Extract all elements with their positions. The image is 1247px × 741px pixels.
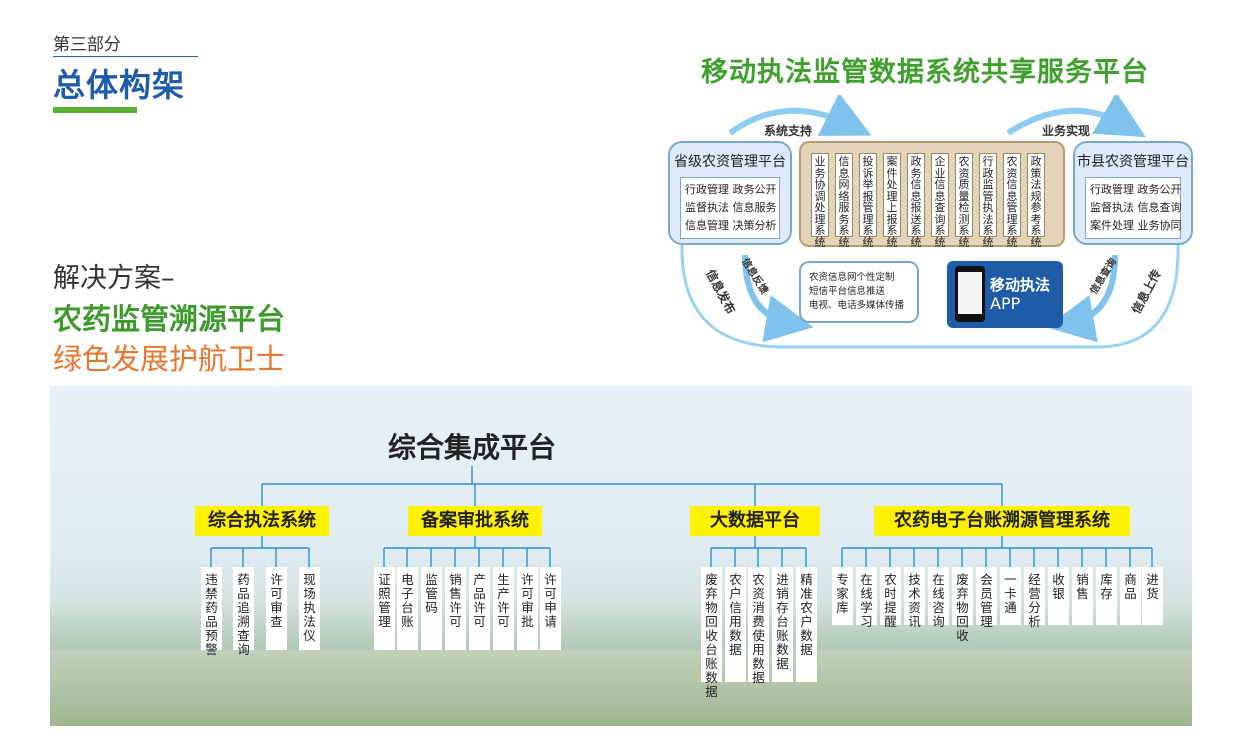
systems-group: 业务协调处理系统 信息网络服务系统 投诉举报管理系统 案件处理上报系统 政务信息… xyxy=(799,141,1065,248)
tree-leaf: 在线咨询 xyxy=(928,567,949,629)
tree-leaf: 废弃物回收 xyxy=(952,567,973,643)
county-row: 监督执法 信息查询 xyxy=(1090,201,1182,214)
system-item: 投诉举报管理系统 xyxy=(859,153,877,248)
tree-leaf: 销售 xyxy=(1072,567,1093,625)
tree-leaf: 电子台账 xyxy=(397,567,418,650)
title-underline xyxy=(53,107,137,113)
tree-leaf: 进货 xyxy=(1142,567,1163,625)
solution-prefix: 解决方案– xyxy=(53,263,175,294)
tree-leaf: 药品追溯查询 xyxy=(233,567,254,657)
provincial-functions: 行政管理 政务公开 监督执法 信息服务 信息管理 决策分析 xyxy=(680,177,780,239)
phone-screen xyxy=(958,272,982,314)
section-title: 总体构架 xyxy=(53,66,186,104)
solution-main-title: 农药监管溯源平台 xyxy=(53,302,286,336)
system-item: 政策法规参考系统 xyxy=(1027,153,1045,248)
info-channel: 农资信息网个性定制 xyxy=(809,272,895,283)
tree-leaf: 监管码 xyxy=(421,567,442,650)
arrow-info-feedback xyxy=(742,254,814,343)
label-system-support: 系统支持 xyxy=(764,124,813,138)
tree-leaf: 许可申请 xyxy=(540,567,561,650)
category-approval: 备案审批系统 xyxy=(408,506,542,536)
category-enforcement: 综合执法系统 xyxy=(195,506,329,536)
system-item: 行政监管执法系统 xyxy=(979,153,997,248)
tree-leaf: 一卡通 xyxy=(1000,567,1021,625)
county-functions: 行政管理 政务公开 监督执法 信息查询 案件处理 业务协同 xyxy=(1085,177,1182,239)
platform-arrows xyxy=(680,95,1180,349)
solution-subtitle: 绿色发展护航卫士 xyxy=(53,342,286,376)
platform-title: 移动执法监管数据系统共享服务平台 xyxy=(701,57,1149,88)
tree-leaf: 技术资讯 xyxy=(904,567,925,629)
system-item: 农资信息管理系统 xyxy=(1003,153,1021,248)
app-label: 移动执法 xyxy=(990,276,1051,294)
tree-leaf: 会员管理 xyxy=(976,567,997,629)
system-item: 业务协调处理系统 xyxy=(811,153,829,248)
county-row: 行政管理 政务公开 xyxy=(1090,183,1182,196)
arrow-info-query xyxy=(1046,254,1118,343)
system-item: 农资质量检测系统 xyxy=(955,153,973,248)
county-platform-title: 市县农资管理平台 xyxy=(1077,154,1189,170)
tree-leaf: 证照管理 xyxy=(374,567,395,650)
provincial-row: 信息管理 决策分析 xyxy=(685,219,777,232)
provincial-platform-title: 省级农资管理平台 xyxy=(674,154,786,170)
section-label: 第三部分 xyxy=(53,35,121,55)
category-bigdata: 大数据平台 xyxy=(690,506,820,536)
tree-leaf: 产品许可 xyxy=(469,567,490,650)
background-field xyxy=(50,650,1192,726)
system-item: 信息网络服务系统 xyxy=(835,153,853,248)
tree-leaf: 农资消费使用数据 xyxy=(748,567,769,685)
arrow-business-impl xyxy=(1006,95,1146,138)
provincial-row: 行政管理 政务公开 xyxy=(685,183,777,196)
arrow-system-support xyxy=(728,95,872,136)
tree-leaf: 收银 xyxy=(1048,567,1069,625)
tree-leaf: 农户信用数据 xyxy=(725,567,746,682)
system-item: 案件处理上报系统 xyxy=(883,153,901,248)
county-platform-box: 市县农资管理平台 行政管理 政务公开 监督执法 信息查询 案件处理 业务协同 xyxy=(1073,141,1193,245)
info-channel: 电视、电话多媒体传播 xyxy=(809,300,905,311)
tree-leaf: 销售许可 xyxy=(445,567,466,650)
tree-leaf: 商品 xyxy=(1120,567,1141,625)
info-channel: 短信平台信息推送 xyxy=(809,286,886,297)
provincial-row: 监督执法 信息服务 xyxy=(685,201,777,214)
tree-leaf: 许可审查 xyxy=(266,567,287,650)
info-channels-box: 农资信息网个性定制 短信平台信息推送 电视、电话多媒体传播 xyxy=(799,261,919,323)
section-divider xyxy=(53,56,198,57)
system-item: 政务信息报送系统 xyxy=(907,153,925,248)
system-item: 企业信息查询系统 xyxy=(931,153,949,248)
tree-leaf: 进销存台账数据 xyxy=(772,567,793,682)
arrow-info-publish xyxy=(680,244,1180,349)
tree-leaf: 废弃物回收台账数据 xyxy=(701,567,722,699)
tree-leaf: 农时提醒 xyxy=(880,567,901,629)
tree-leaf: 许可审批 xyxy=(517,567,538,650)
tree-leaf: 专家库 xyxy=(832,567,853,625)
app-label-app: APP xyxy=(990,294,1021,313)
provincial-platform-box: 省级农资管理平台 行政管理 政务公开 监督执法 信息服务 信息管理 决策分析 xyxy=(668,141,792,245)
tree-leaf: 在线学习 xyxy=(856,567,877,629)
label-business-impl: 业务实现 xyxy=(1042,124,1091,138)
tree-leaf: 现场执法仪 xyxy=(299,567,320,650)
tree-leaf: 生产许可 xyxy=(493,567,514,650)
tree-leaf: 经营分析 xyxy=(1024,567,1045,629)
tree-leaf: 库存 xyxy=(1096,567,1117,625)
category-traceability: 农药电子台账溯源管理系统 xyxy=(874,506,1130,536)
tree-leaf: 违禁药品预警 xyxy=(201,567,222,657)
county-row: 案件处理 业务协同 xyxy=(1090,219,1182,232)
tree-leaf: 精准农户数据 xyxy=(796,567,817,682)
tree-root-title: 综合集成平台 xyxy=(388,431,557,464)
